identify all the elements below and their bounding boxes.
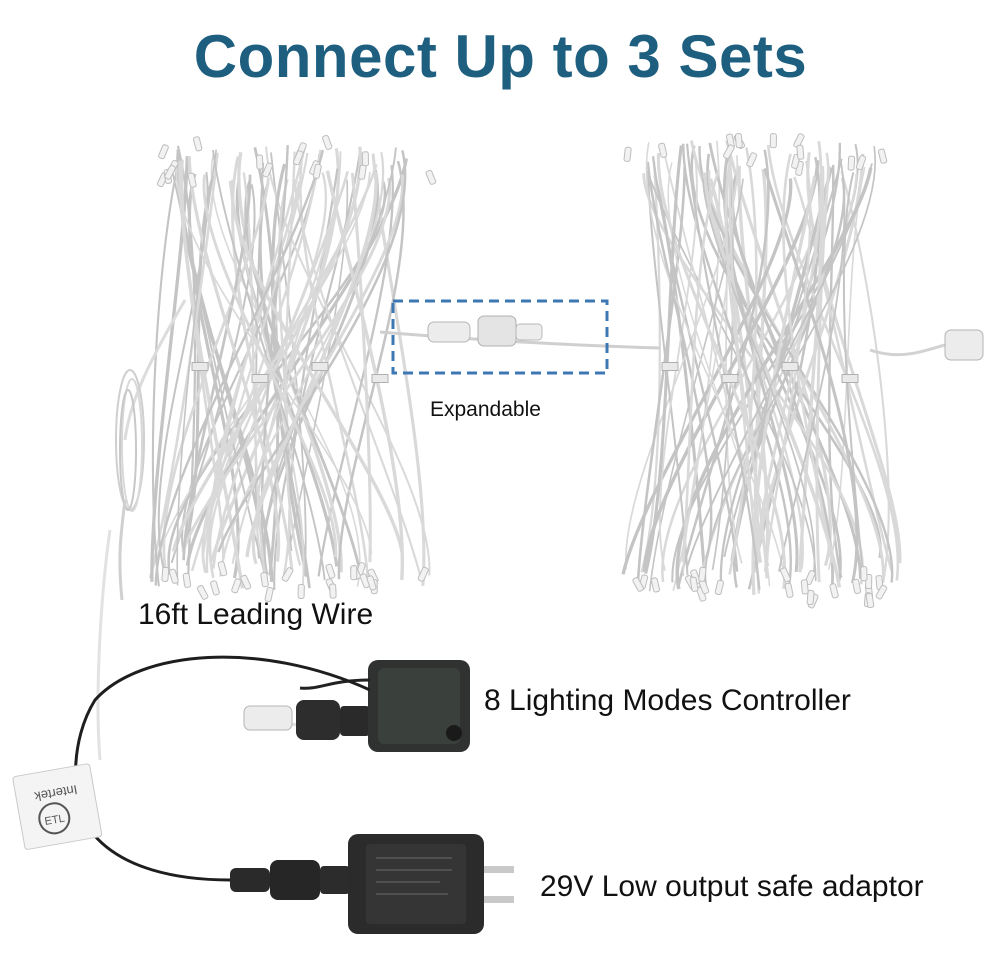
etl-certification-tag-icon: ETL Intertek xyxy=(12,763,103,850)
svg-text:ETL: ETL xyxy=(44,813,66,828)
expandable-label: Expandable xyxy=(430,398,541,421)
certification-tag-text: Intertek xyxy=(33,782,79,804)
leading-wire-coil-icon xyxy=(96,299,187,761)
end-connector-icon xyxy=(869,329,984,361)
controller-box-icon xyxy=(243,660,470,752)
page-title: Connect Up to 3 Sets xyxy=(193,23,808,90)
power-adaptor-icon xyxy=(230,834,514,934)
connector-icon xyxy=(427,315,543,347)
power-cable xyxy=(74,655,371,882)
expandable-highlight-box xyxy=(391,299,609,375)
connecting-wire xyxy=(379,330,661,350)
light-string-bundle-left-icon xyxy=(149,134,437,603)
controller-label: 8 Lighting Modes Controller xyxy=(484,684,851,717)
leading-wire-label: 16ft Leading Wire xyxy=(138,598,374,631)
light-string-bundle-right-icon xyxy=(621,133,902,609)
adaptor-label: 29V Low output safe adaptor xyxy=(540,870,924,903)
